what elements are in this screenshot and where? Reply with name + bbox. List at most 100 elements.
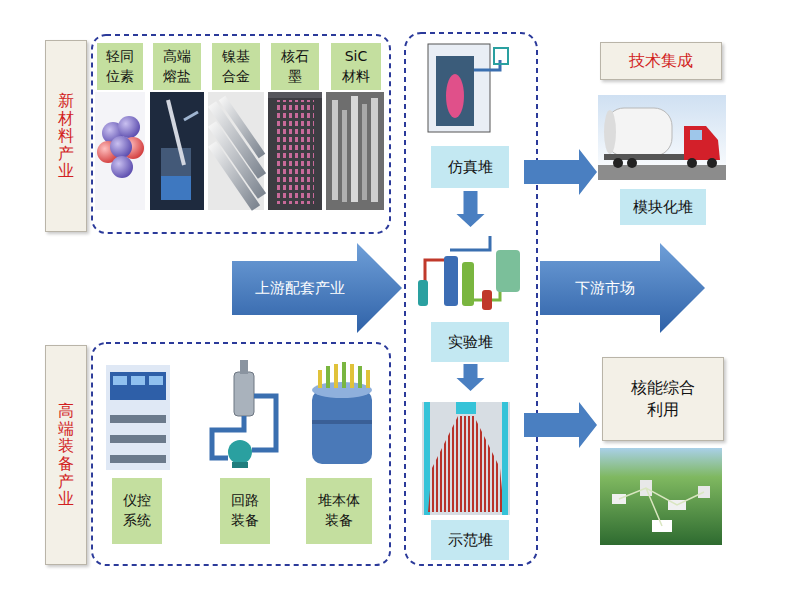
label-box: 高端熔盐 bbox=[153, 43, 201, 90]
demo-reactor-image-part bbox=[456, 402, 476, 414]
isotope-image-part bbox=[95, 92, 145, 210]
block-arrow-connector bbox=[457, 191, 485, 227]
picture-node: 实验堆 bbox=[413, 228, 528, 363]
sic-image-part bbox=[362, 104, 367, 200]
simulation-reactor-image bbox=[428, 44, 508, 132]
loop-equipment-image-part bbox=[228, 440, 252, 464]
sic-image-part bbox=[342, 110, 347, 202]
block-arrow-connector bbox=[524, 402, 597, 448]
control-room-image-part bbox=[110, 435, 166, 443]
landscape-image bbox=[600, 448, 722, 545]
simulation-reactor-image-part bbox=[494, 48, 508, 64]
node-label: 轻同位素 bbox=[106, 47, 134, 86]
block-arrow-body bbox=[540, 243, 705, 333]
reactor-body-image-part bbox=[366, 370, 370, 388]
arrow-band: 下游市场 bbox=[540, 243, 705, 333]
label-box: 仪控系统 bbox=[112, 478, 162, 544]
label-box: 新材料产业 bbox=[45, 40, 87, 232]
molten-salt-image-part bbox=[184, 112, 198, 120]
node-label: 高端熔盐 bbox=[163, 47, 191, 86]
reactor-body-image-part bbox=[326, 366, 330, 388]
graphite-image bbox=[268, 92, 322, 210]
label-box: 核石墨 bbox=[271, 43, 319, 90]
truck-image-part bbox=[627, 158, 637, 168]
control-room-image-part bbox=[110, 372, 166, 400]
node-label: 堆本体装备 bbox=[318, 491, 360, 530]
truck-image-part bbox=[613, 158, 623, 168]
landscape-image-part bbox=[600, 448, 722, 545]
control-room-image-part bbox=[149, 376, 163, 385]
control-room-image-part bbox=[110, 455, 166, 463]
isotope-image-part bbox=[110, 136, 132, 158]
node-label: 示范堆 bbox=[431, 520, 509, 560]
control-room-image-part bbox=[106, 365, 170, 470]
isotope-image-part bbox=[118, 116, 140, 138]
block-arrow-connector bbox=[457, 364, 485, 391]
control-room-image-part bbox=[113, 376, 127, 385]
group-frame bbox=[92, 33, 537, 565]
picture-node: 模块化堆 bbox=[598, 95, 726, 227]
reactor-body-image-part bbox=[358, 366, 362, 388]
picture-node: 核能综合利用 bbox=[598, 355, 726, 547]
node-label: 下游市场 bbox=[550, 261, 660, 315]
label-box: 技术集成 bbox=[600, 42, 722, 80]
node-label: 镍基合金 bbox=[222, 47, 250, 86]
label-box: 堆本体装备 bbox=[306, 478, 372, 544]
simulation-reactor-image-part bbox=[428, 44, 490, 132]
label-box: 高端装备产业 bbox=[45, 345, 87, 565]
loop-equipment-image-part bbox=[234, 372, 254, 416]
simulation-reactor-image-part bbox=[436, 56, 474, 126]
group-frame-part bbox=[92, 35, 390, 233]
reactor-body-image-part bbox=[312, 390, 372, 464]
nickel-alloy-image-part bbox=[208, 92, 264, 210]
graphite-image-part bbox=[268, 92, 322, 98]
nickel-alloy-image-part bbox=[212, 144, 256, 208]
reactor-body-image-part bbox=[342, 362, 346, 388]
demo-reactor-image-part bbox=[422, 402, 510, 515]
demo-reactor-image-part bbox=[428, 416, 504, 512]
label-line: 核能综合利用 bbox=[629, 377, 696, 420]
experimental-reactor-image-part bbox=[462, 262, 474, 306]
demo-reactor-image bbox=[422, 402, 510, 515]
sic-image-part bbox=[371, 98, 378, 202]
control-room-image-part bbox=[131, 376, 145, 385]
truck-image bbox=[598, 95, 726, 180]
loop-equipment-image-part bbox=[232, 462, 248, 468]
node-label: 核能综合利用 bbox=[602, 357, 724, 441]
reactor-body-image bbox=[312, 362, 372, 464]
truck-image-part bbox=[684, 126, 720, 160]
block-arrow-body bbox=[232, 243, 402, 333]
nickel-alloy-image bbox=[208, 92, 264, 210]
experimental-reactor-image-part bbox=[450, 236, 490, 250]
demo-reactor-image-part bbox=[424, 402, 430, 515]
reactor-body-image-part bbox=[318, 370, 322, 388]
truck-image-part bbox=[687, 158, 697, 168]
control-room-image bbox=[106, 365, 170, 470]
truck-image-part bbox=[690, 130, 702, 140]
node-label: 新材料产业 bbox=[58, 92, 74, 180]
graphite-image-part bbox=[274, 100, 314, 204]
reactor-body-image-part bbox=[312, 420, 372, 424]
label-box: 镍基合金 bbox=[212, 43, 260, 90]
picture-node: 示范堆 bbox=[418, 392, 523, 562]
experimental-reactor-image bbox=[418, 236, 520, 310]
molten-salt-image-part bbox=[168, 100, 184, 165]
reactor-body-image-part bbox=[334, 364, 338, 388]
molten-salt-image bbox=[150, 92, 204, 210]
group-frame-part bbox=[92, 343, 390, 565]
node-label: 仿真堆 bbox=[431, 146, 509, 188]
loop-equipment-image-part bbox=[240, 360, 248, 374]
loop-equipment-image bbox=[212, 360, 276, 468]
label-box: 轻同位素 bbox=[97, 43, 143, 90]
arrow-band: 上游配套产业 bbox=[232, 243, 402, 333]
sic-image bbox=[326, 92, 384, 210]
truck-image-part bbox=[604, 110, 616, 154]
label-box: 回路装备 bbox=[220, 478, 270, 544]
node-label: 核石墨 bbox=[281, 47, 309, 86]
block-arrow-connector bbox=[524, 149, 597, 195]
node-label: 高端装备产业 bbox=[58, 402, 74, 508]
node-label: 回路装备 bbox=[231, 491, 259, 530]
isotope-image bbox=[95, 92, 145, 210]
sic-image-part bbox=[326, 92, 384, 210]
